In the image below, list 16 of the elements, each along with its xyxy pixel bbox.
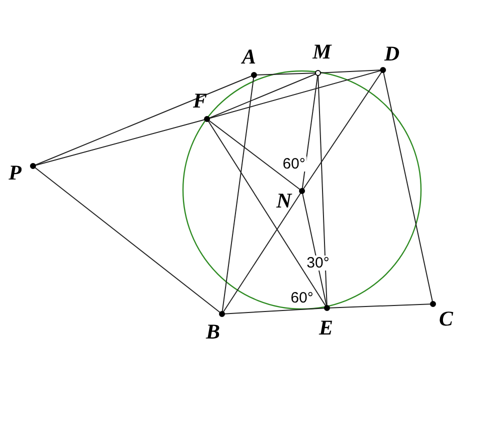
point-label: M: [312, 42, 332, 62]
point-label: N: [276, 190, 292, 212]
point-label: A: [242, 46, 256, 68]
point-label: E: [319, 318, 333, 338]
point-label: P: [8, 162, 22, 184]
line-segment: [222, 190, 302, 314]
line-segment: [302, 70, 384, 192]
line-segment: [206, 118, 328, 308]
point-label: C: [439, 308, 453, 330]
point-label: B: [206, 322, 220, 342]
angle-label: 30°: [306, 256, 330, 270]
angle-label: 60°: [290, 290, 314, 306]
point-label: D: [384, 44, 400, 64]
line-segment: [32, 166, 222, 314]
line-segment: [206, 118, 302, 192]
angle-label: 60°: [282, 156, 306, 172]
